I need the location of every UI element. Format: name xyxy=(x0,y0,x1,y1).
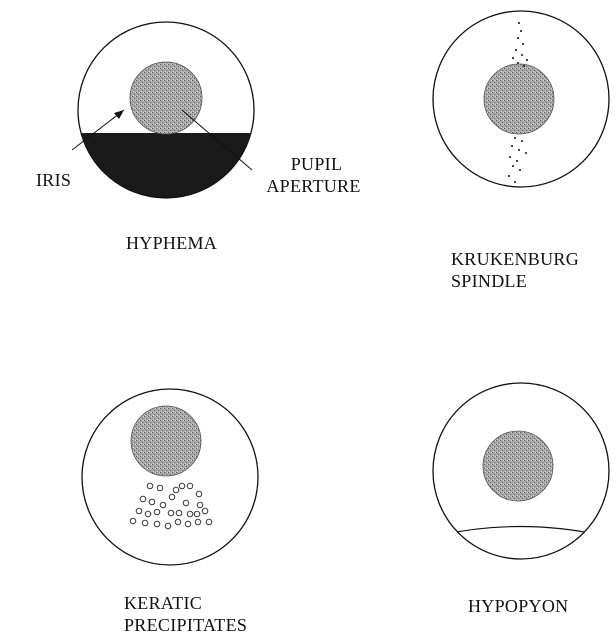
hypopyon-caption: HYPOPYON xyxy=(468,595,568,617)
pupil xyxy=(483,431,553,501)
pupil-label-line-1: PUPIL xyxy=(251,153,376,175)
krukenburg-caption-line-1: KRUKENBURG xyxy=(451,248,579,270)
pus-level xyxy=(440,527,600,536)
keratic-caption: KERATIC PRECIPITATES xyxy=(124,592,247,636)
krukenburg-caption-line-2: SPINDLE xyxy=(451,270,579,292)
krukenburg-caption: KRUKENBURG SPINDLE xyxy=(451,248,579,292)
krukenburg-eye xyxy=(433,11,609,187)
pupil-aperture-label: PUPIL APERTURE xyxy=(251,153,376,197)
hyphema-eye xyxy=(72,22,254,200)
pupil-label-line-2: APERTURE xyxy=(251,175,376,197)
pupil xyxy=(131,406,201,476)
hypopyon-eye xyxy=(433,383,609,559)
iris-label: IRIS xyxy=(36,169,71,191)
keratic-caption-line-1: KERATIC xyxy=(124,592,247,614)
precipitate-dots xyxy=(130,483,212,529)
hyphema-caption: HYPHEMA xyxy=(126,232,217,254)
pupil xyxy=(130,62,202,134)
keratic-eye xyxy=(82,389,258,565)
keratic-caption-line-2: PRECIPITATES xyxy=(124,614,247,636)
pupil xyxy=(484,64,554,134)
blood-layer xyxy=(80,133,252,200)
iris-arrowhead xyxy=(114,110,124,119)
